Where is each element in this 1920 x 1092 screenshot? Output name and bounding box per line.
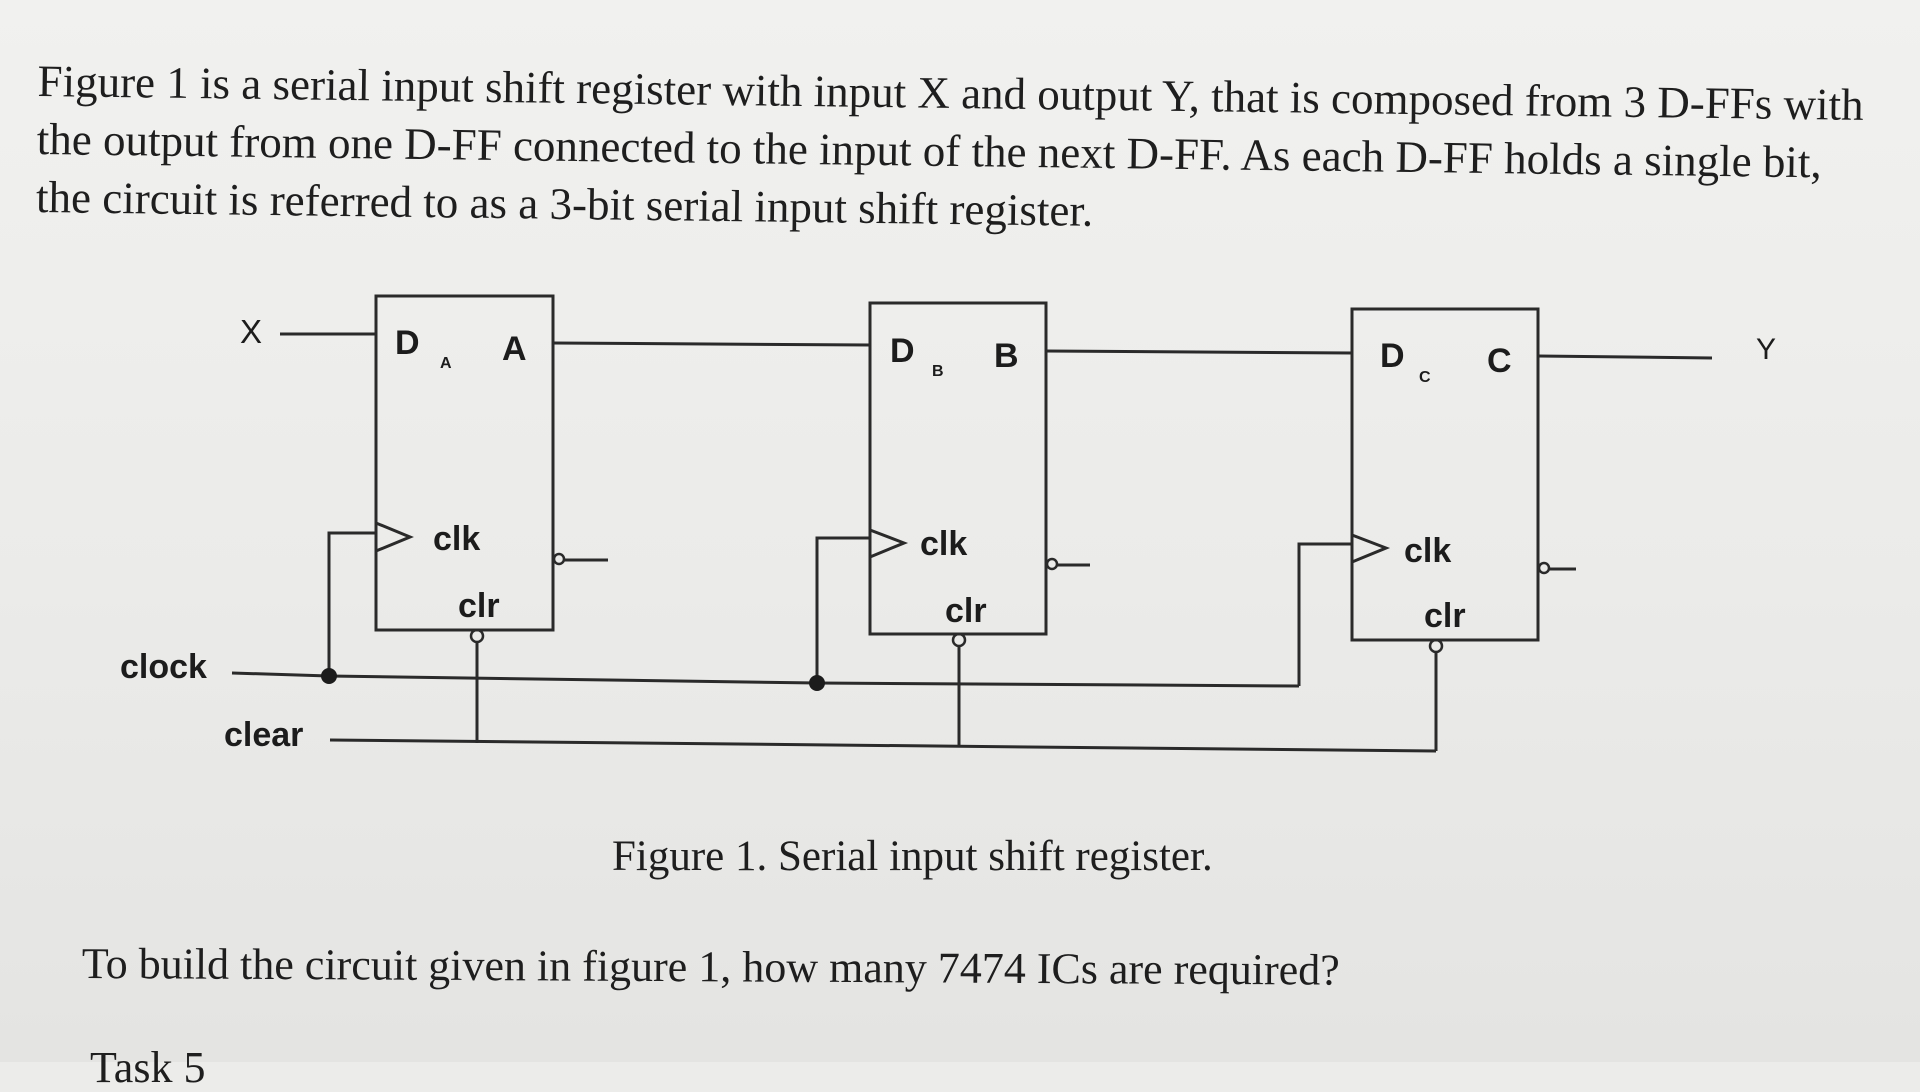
dff-c-q-label: C (1487, 342, 1512, 380)
clock-wire-b (815, 536, 870, 683)
clock-wire-a (327, 531, 376, 676)
dff-c-box (1350, 307, 1540, 642)
qbar-bubble-a (552, 552, 566, 566)
clear-label: clear (224, 716, 303, 754)
clk-triangle-b (869, 528, 909, 559)
dff-c-clr-label: clr (1424, 597, 1466, 635)
clear-bus (329, 738, 1437, 753)
input-label-x: X (240, 313, 262, 350)
shift-register-diagram: X Y clock clear D A A clk clr D B B clk … (120, 294, 1776, 754)
clr-bubble-c (1428, 638, 1444, 654)
clr-bubble-a (469, 628, 485, 644)
question-text: To build the circuit given in figure 1, … (81, 939, 1340, 995)
dff-a-d-label: D (395, 324, 420, 362)
wire-b-to-dc (1045, 349, 1353, 355)
dff-a-d-subscript: A (440, 355, 452, 372)
clock-junction-a (321, 668, 337, 684)
dff-c-d-label: D (1380, 337, 1405, 375)
clk-triangle-a (375, 521, 414, 553)
clock-wire-c (1297, 542, 1352, 686)
figure-caption: Figure 1. Serial input shift register. (612, 833, 1213, 880)
cutoff-text: Task 5 (90, 1043, 206, 1092)
clk-triangle-c (1351, 533, 1391, 564)
dff-b-clr-label: clr (945, 592, 987, 630)
dff-c-clk-label: clk (1404, 532, 1451, 570)
wire-c-to-y (1537, 354, 1713, 360)
dff-a-clk-label: clk (433, 520, 480, 558)
qbar-bubble-b (1045, 557, 1059, 571)
clock-junction-b (809, 675, 825, 691)
cutoff-heading-fragment: Task 5 (90, 1046, 260, 1090)
output-label-y: Y (1756, 333, 1776, 366)
dff-c-d-subscript: C (1419, 369, 1431, 386)
dff-b-q-label: B (994, 337, 1019, 375)
dff-b-clk-label: clk (920, 525, 967, 563)
dff-a-box (374, 294, 555, 632)
dff-b-d-subscript: B (932, 363, 944, 380)
wire-a-to-db (552, 341, 871, 347)
clock-bus (231, 671, 1300, 688)
dff-a-clr-label: clr (458, 587, 500, 625)
qbar-bubble-c (1537, 561, 1551, 575)
clr-bubble-b (951, 632, 967, 648)
clock-label: clock (120, 648, 207, 686)
dff-b-d-label: D (890, 332, 915, 370)
dff-a-q-label: A (502, 330, 527, 368)
